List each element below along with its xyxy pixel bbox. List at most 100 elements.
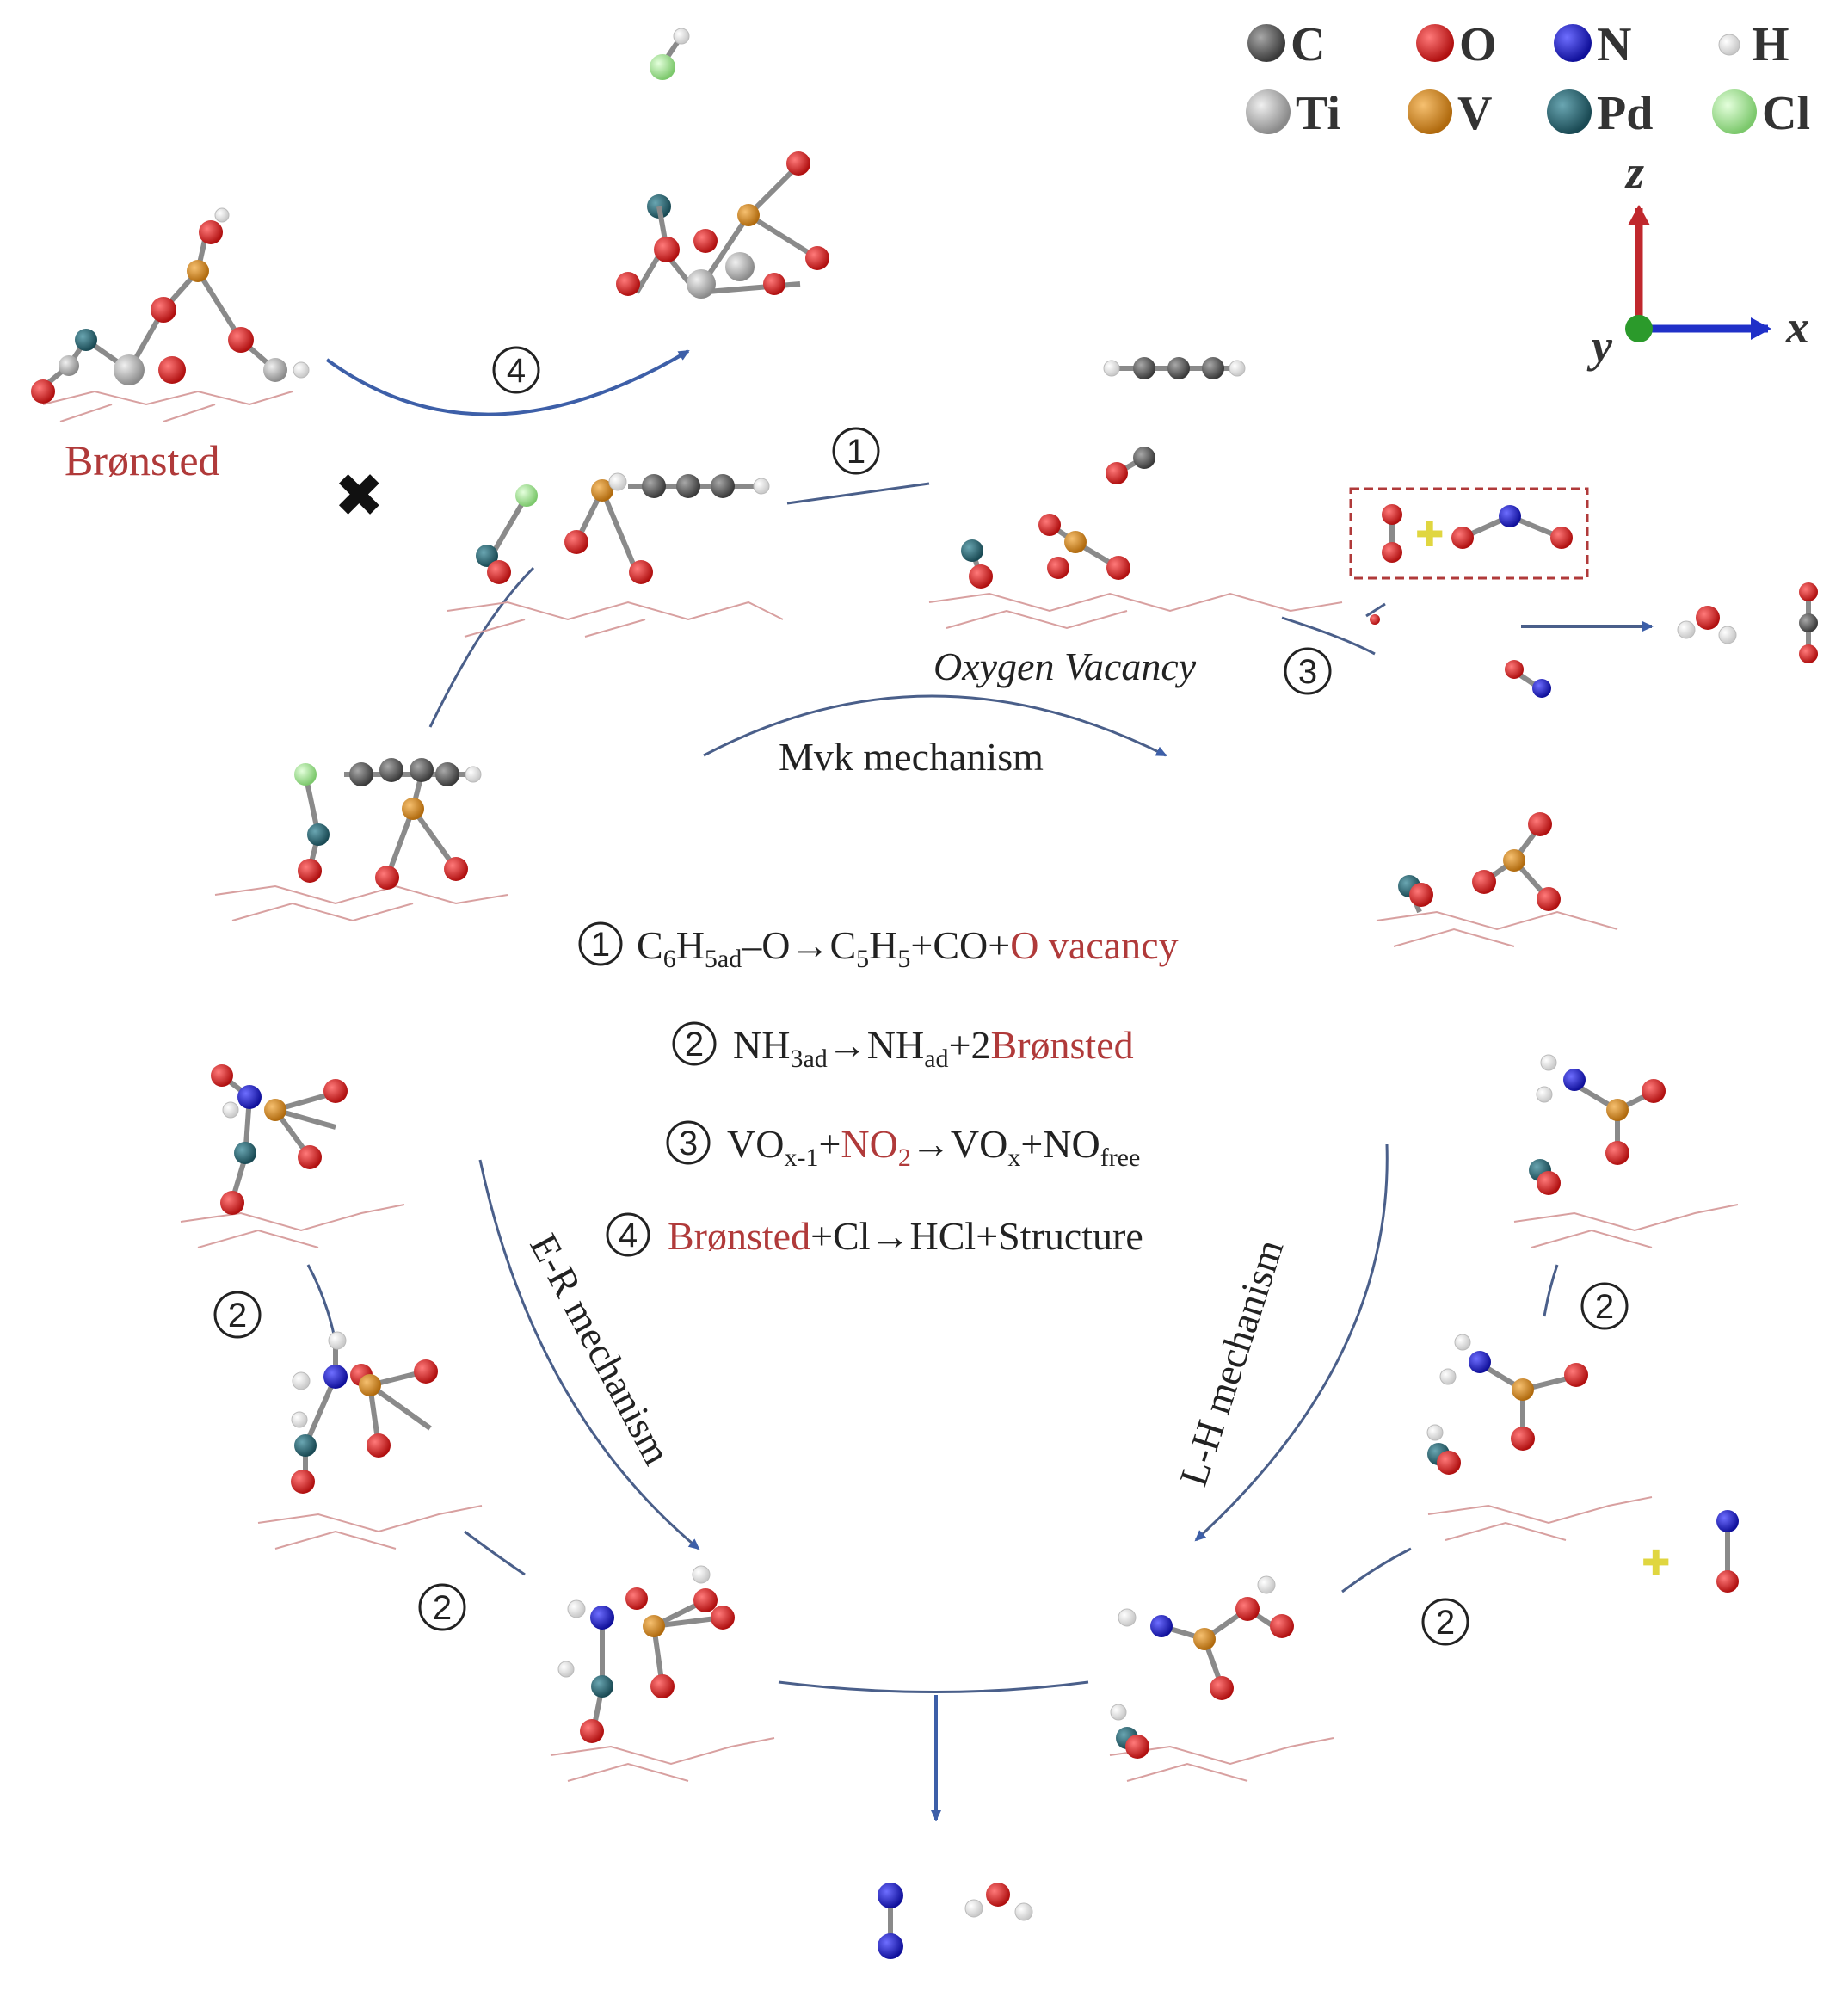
step-marker-2-right-upper: 2 <box>1580 1282 1629 1330</box>
c5h5-fragment <box>1103 357 1246 379</box>
element-legend: C O N H Ti V Pd Cl <box>1246 18 1810 140</box>
legend-item-n: N <box>1554 18 1631 71</box>
svg-text:3: 3 <box>679 1125 698 1162</box>
bottom-connector <box>778 1680 1089 1693</box>
lh-structure-3 <box>1109 1575 1334 1782</box>
svg-text:2: 2 <box>1595 1288 1614 1326</box>
legend-label-c: C <box>1291 18 1325 71</box>
right-lower-connector <box>1341 1547 1412 1593</box>
legend-label-pd: Pd <box>1597 87 1653 140</box>
co-molecule <box>1106 447 1155 484</box>
oxygen-vacancy-surface <box>928 514 1343 630</box>
equation-4: 4 Brønsted+Cl→HCl+Structure <box>606 1212 1143 1258</box>
legend-label-o: O <box>1459 18 1497 71</box>
step-1-connector <box>786 482 930 505</box>
legend-label-ti: Ti <box>1296 87 1340 140</box>
lh-coproduct: ✚ <box>1642 1510 1739 1593</box>
svg-text:4: 4 <box>507 352 526 390</box>
adsorbed-structure-left <box>214 758 508 922</box>
lh-structure-1 <box>1513 1054 1739 1248</box>
oxygen-atom-icon <box>1416 24 1454 62</box>
hydrogen-atom-icon <box>1718 34 1740 56</box>
y-axis-origin <box>1625 315 1653 342</box>
n2-product <box>878 1883 903 1959</box>
er-arrow <box>478 1159 700 1550</box>
water-product-top <box>1677 606 1737 644</box>
svg-text:3: 3 <box>1298 653 1317 691</box>
legend-item-cl: Cl <box>1712 87 1810 140</box>
svg-text:2: 2 <box>1436 1604 1455 1642</box>
palladium-atom-icon <box>1547 89 1592 134</box>
legend-item-c: C <box>1247 18 1325 71</box>
nitrogen-atom-icon <box>1554 24 1592 62</box>
svg-text:4: 4 <box>619 1217 638 1254</box>
svg-text:1: 1 <box>591 926 610 964</box>
oxygen-vacancy-label: Oxygen Vacancy <box>933 644 1197 688</box>
no-molecule <box>1505 660 1551 698</box>
step-marker-1-top: 1 <box>832 427 880 475</box>
svg-text:C6H5ad–O→C5H5+CO+O vacancy: C6H5ad–O→C5H5+CO+O vacancy <box>637 923 1179 973</box>
svg-text:2: 2 <box>433 1589 452 1627</box>
vacancy-pointer <box>1365 602 1386 618</box>
y-axis-label: y <box>1586 320 1613 372</box>
er-structure-3 <box>550 1565 775 1782</box>
legend-item-h: H <box>1718 18 1789 71</box>
step-marker-4-top: 4 <box>492 346 540 394</box>
mvk-arrow <box>703 694 1167 757</box>
vanadium-atom-icon <box>1408 89 1452 134</box>
er-structure-2 <box>257 1331 483 1550</box>
hcl-molecule <box>650 28 690 80</box>
equation-2: 2 NH3ad→NHad+2Brønsted <box>672 1021 1134 1073</box>
left-upper-connector <box>428 566 535 728</box>
right-upper-connector <box>1281 616 1376 656</box>
bronsted-label: Brønsted <box>65 436 220 484</box>
er-structure-1 <box>180 1064 405 1248</box>
coordinate-axes: z x y <box>1586 146 1809 372</box>
svg-text:✚: ✚ <box>1415 515 1445 554</box>
legend-item-ti: Ti <box>1246 87 1340 140</box>
x-axis-label: x <box>1785 301 1809 353</box>
forbidden-cross-icon: ✖ <box>334 464 385 530</box>
left-mid-connector <box>306 1264 337 1343</box>
co2-product-top <box>1799 582 1818 663</box>
legend-item-v: V <box>1408 87 1492 140</box>
reoxidized-structure-right <box>1376 812 1618 947</box>
legend-item-pd: Pd <box>1547 87 1653 140</box>
chlorine-atom-icon <box>1712 89 1757 134</box>
equation-1: 1 C6H5ad–O→C5H5+CO+O vacancy <box>578 921 1179 973</box>
z-axis-label: z <box>1624 146 1644 198</box>
svg-text:2: 2 <box>685 1026 704 1063</box>
mvk-mechanism-label: Mvk mechanism <box>779 735 1044 779</box>
right-mid-connector <box>1543 1264 1559 1317</box>
svg-text:Brønsted+Cl→HCl+Structure: Brønsted+Cl→HCl+Structure <box>668 1214 1143 1258</box>
step-marker-2-left-upper: 2 <box>213 1291 262 1339</box>
legend-item-o: O <box>1416 18 1497 71</box>
step-marker-3: 3 <box>1284 647 1332 695</box>
legend-label-h: H <box>1752 18 1789 71</box>
step-marker-2-right-lower: 2 <box>1421 1598 1469 1646</box>
step-markers: 4 1 3 2 2 2 2 <box>213 346 1629 1646</box>
o2-plus-no2-box: ✚ <box>1349 487 1589 625</box>
lh-arrow <box>1194 1143 1389 1542</box>
carbon-atom-icon <box>1247 24 1285 62</box>
svg-text:1: 1 <box>847 433 865 471</box>
adsorbed-structure-top <box>447 472 784 638</box>
svg-text:VOx-1+NO2→VOx+NOfree: VOx-1+NO2→VOx+NOfree <box>727 1122 1140 1172</box>
step-4-arrow <box>325 349 690 416</box>
titanium-atom-icon <box>1246 89 1291 134</box>
svg-text:2: 2 <box>228 1297 247 1334</box>
lh-structure-2 <box>1426 1334 1653 1541</box>
step-marker-2-left-lower: 2 <box>418 1583 466 1631</box>
left-lower-connector <box>464 1530 526 1576</box>
lh-mechanism-label: L-H mechanism <box>1171 1234 1292 1491</box>
legend-label-n: N <box>1597 18 1631 71</box>
water-product-bottom <box>964 1883 1033 1921</box>
bronsted-structure <box>31 207 310 422</box>
post-step4-structure <box>616 151 829 299</box>
svg-text:✚: ✚ <box>1642 1544 1671 1582</box>
legend-label-cl: Cl <box>1762 87 1810 140</box>
equation-3: 3 VOx-1+NO2→VOx+NOfree <box>666 1120 1140 1172</box>
svg-text:NH3ad→NHad+2Brønsted: NH3ad→NHad+2Brønsted <box>733 1023 1134 1073</box>
